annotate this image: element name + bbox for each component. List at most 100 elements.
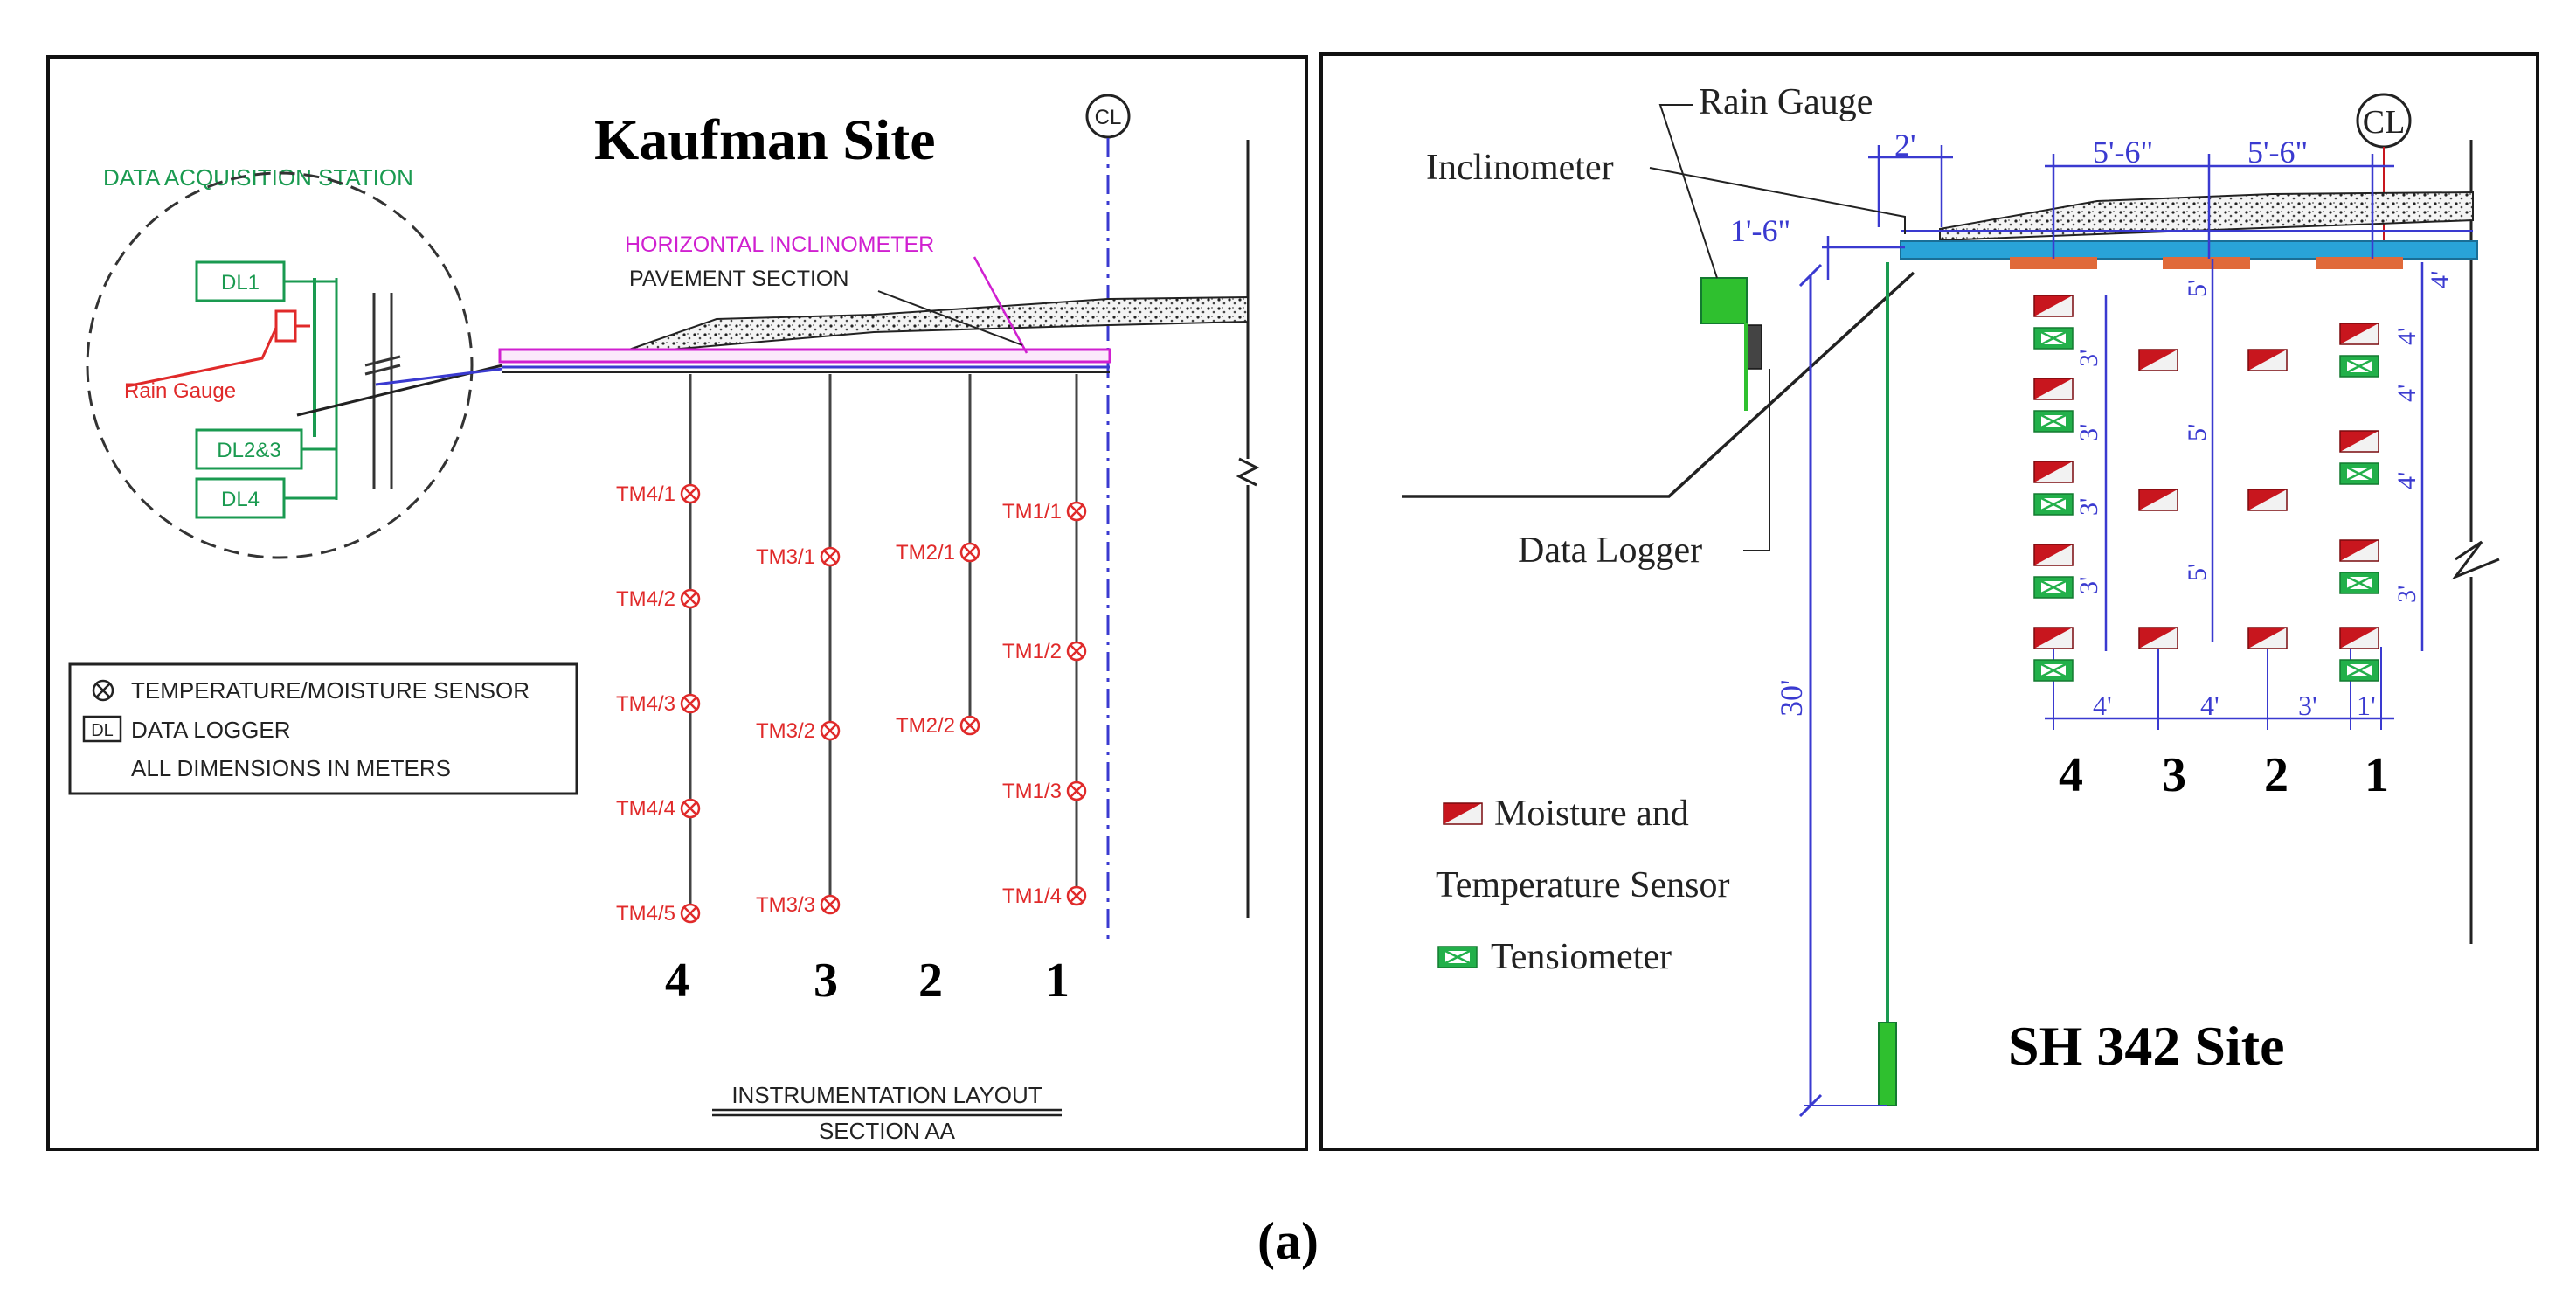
kaufman-title: Kaufman Site (594, 108, 936, 172)
sh342-pavement-gravel (1939, 191, 2474, 242)
col1-tens-4 (2338, 658, 2380, 683)
sh342-frame (1319, 52, 2539, 1151)
tm1-2-label: TM1/2 (1002, 640, 1062, 663)
sh342-centerline-label: CL (2363, 104, 2406, 141)
horizontal-inclinometer-label: HORIZONTAL INCLINOMETER (625, 232, 934, 257)
sh342-rain-gauge-symbol (1700, 277, 1748, 324)
col4-moisture-2 (2033, 378, 2074, 400)
tm2-1-sensor (959, 542, 980, 563)
sh342-h4a-label: 4' (2093, 690, 2112, 721)
inclinometer-leader (973, 256, 1028, 354)
dl1-label: DL1 (221, 271, 260, 295)
layout-subtitle: SECTION AA (819, 1118, 956, 1144)
tm3-3-label: TM3/3 (756, 893, 815, 917)
col3-moisture-2 (2138, 489, 2178, 511)
legend-sensor-icon (92, 679, 114, 702)
kaufman-legend-box (68, 662, 578, 795)
break-symbol (1236, 457, 1260, 487)
col3-moisture-3 (2138, 627, 2178, 649)
legend-tensiometer-label: Tensiometer (1491, 937, 1672, 977)
sh342-v3e-label: 3' (2392, 586, 2421, 603)
rain-gauge-symbol (274, 309, 297, 343)
col1-moisture-2 (2339, 430, 2379, 453)
col1-moisture-1 (2339, 323, 2379, 345)
legend-tensiometer-icon (1437, 945, 1478, 969)
sh342-30ft-label: 30' (1774, 680, 1809, 718)
sh342-column-2-label: 2 (2264, 748, 2289, 802)
sh342-slope (1402, 271, 1915, 498)
dl23-label: DL2&3 (217, 439, 280, 462)
sh342-h4b-label: 4' (2200, 690, 2219, 721)
tm1-1-sensor (1066, 501, 1087, 522)
das-break-2 (364, 364, 401, 376)
dl4-label: DL4 (221, 488, 260, 511)
col1-moisture-4 (2339, 627, 2379, 649)
pavement-leader (877, 290, 1023, 346)
sh342-top-strip-3 (2316, 257, 2403, 269)
pavement-embankment (628, 295, 1249, 355)
das-boundary (86, 171, 474, 559)
tm4-1-sensor (680, 483, 701, 504)
sh342-data-logger-label: Data Logger (1518, 531, 1702, 571)
sh342-panel: SH 342 Site CL 30' 1'-6" 2' (1319, 52, 2539, 1151)
sh342-1-6-label: 1'-6" (1730, 213, 1790, 248)
sh342-v4a-label: 4' (2426, 271, 2455, 288)
legend-moisture-label-1: Moisture and (1494, 794, 1689, 834)
col2-moisture-2 (2247, 489, 2288, 511)
sh342-rain-gauge-leader (1658, 104, 1718, 279)
dl1-box (195, 260, 286, 302)
col4-moisture-3 (2033, 461, 2074, 483)
kaufman-frame (46, 55, 1308, 1151)
rain-gauge-leader (126, 327, 278, 388)
column-2-label: 2 (918, 954, 943, 1008)
tm1-1-label: TM1/1 (1002, 500, 1062, 524)
col4-moisture-4 (2033, 544, 2074, 566)
sh342-h1-label: 1' (2357, 690, 2376, 721)
tm2-1-label: TM2/1 (896, 541, 955, 565)
tm4-2-sensor (680, 588, 701, 609)
tm3-1-label: TM3/1 (756, 545, 815, 569)
sh342-v4d-label: 4' (2392, 328, 2421, 345)
horizontal-inclinometer-bar (498, 348, 1111, 364)
tm1-3-label: TM1/3 (1002, 780, 1062, 803)
col2-moisture-3 (2247, 627, 2288, 649)
legend-sensor-label: TEMPERATURE/MOISTURE SENSOR (131, 677, 530, 704)
col4-tens-4 (2032, 575, 2074, 600)
sh342-column-1-label: 1 (2365, 748, 2389, 802)
sh342-column-4-label: 4 (2059, 748, 2083, 802)
sh342-top-strip-1 (2010, 257, 2097, 269)
sh342-title: SH 342 Site (2008, 1015, 2284, 1077)
tm3-1-sensor (820, 546, 841, 567)
tm4-3-sensor (680, 693, 701, 714)
dl23-box (195, 428, 303, 470)
sh342-v5b-label: 5' (2183, 424, 2212, 441)
legend-units-label: ALL DIMENSIONS IN METERS (131, 755, 451, 781)
figure-caption: (a) (1257, 1212, 1319, 1270)
tm4-4-label: TM4/4 (616, 797, 675, 821)
sh342-top-strip-2 (2163, 257, 2250, 269)
col4-tens-3 (2032, 492, 2074, 517)
tm4-5-label: TM4/5 (616, 902, 675, 926)
sh342-v5a-label: 5' (2183, 280, 2212, 297)
sh342-v3d-label: 3' (2074, 577, 2103, 594)
sh342-v4c-label: 4' (2392, 472, 2421, 489)
column-1-label: 1 (1045, 954, 1070, 1008)
sh342-inclinometer-bottom (1878, 1022, 1897, 1106)
sh342-rain-gauge-label: Rain Gauge (1699, 82, 1873, 122)
sh342-v4b-label: 4' (2392, 385, 2421, 402)
sh342-inclinometer-label: Inclinometer (1426, 148, 1614, 188)
sh342-v3b-label: 3' (2074, 424, 2103, 441)
centerline-symbol (1085, 94, 1131, 139)
layout-title: INSTRUMENTATION LAYOUT (731, 1082, 1042, 1108)
sh342-inclinometer-leader (1649, 167, 1906, 234)
tm1-4-sensor (1066, 885, 1087, 906)
legend-dl-box-label: DL (91, 721, 114, 740)
col1-tens-2 (2338, 461, 2380, 486)
col4-moisture-5 (2033, 627, 2074, 649)
tm4-2-label: TM4/2 (616, 587, 675, 611)
sh342-data-logger-symbol (1747, 324, 1762, 370)
sh342-column-3-label: 3 (2162, 748, 2186, 802)
pavement-section-label: PAVEMENT SECTION (629, 267, 848, 291)
legend-logger-label: DATA LOGGER (131, 717, 291, 743)
